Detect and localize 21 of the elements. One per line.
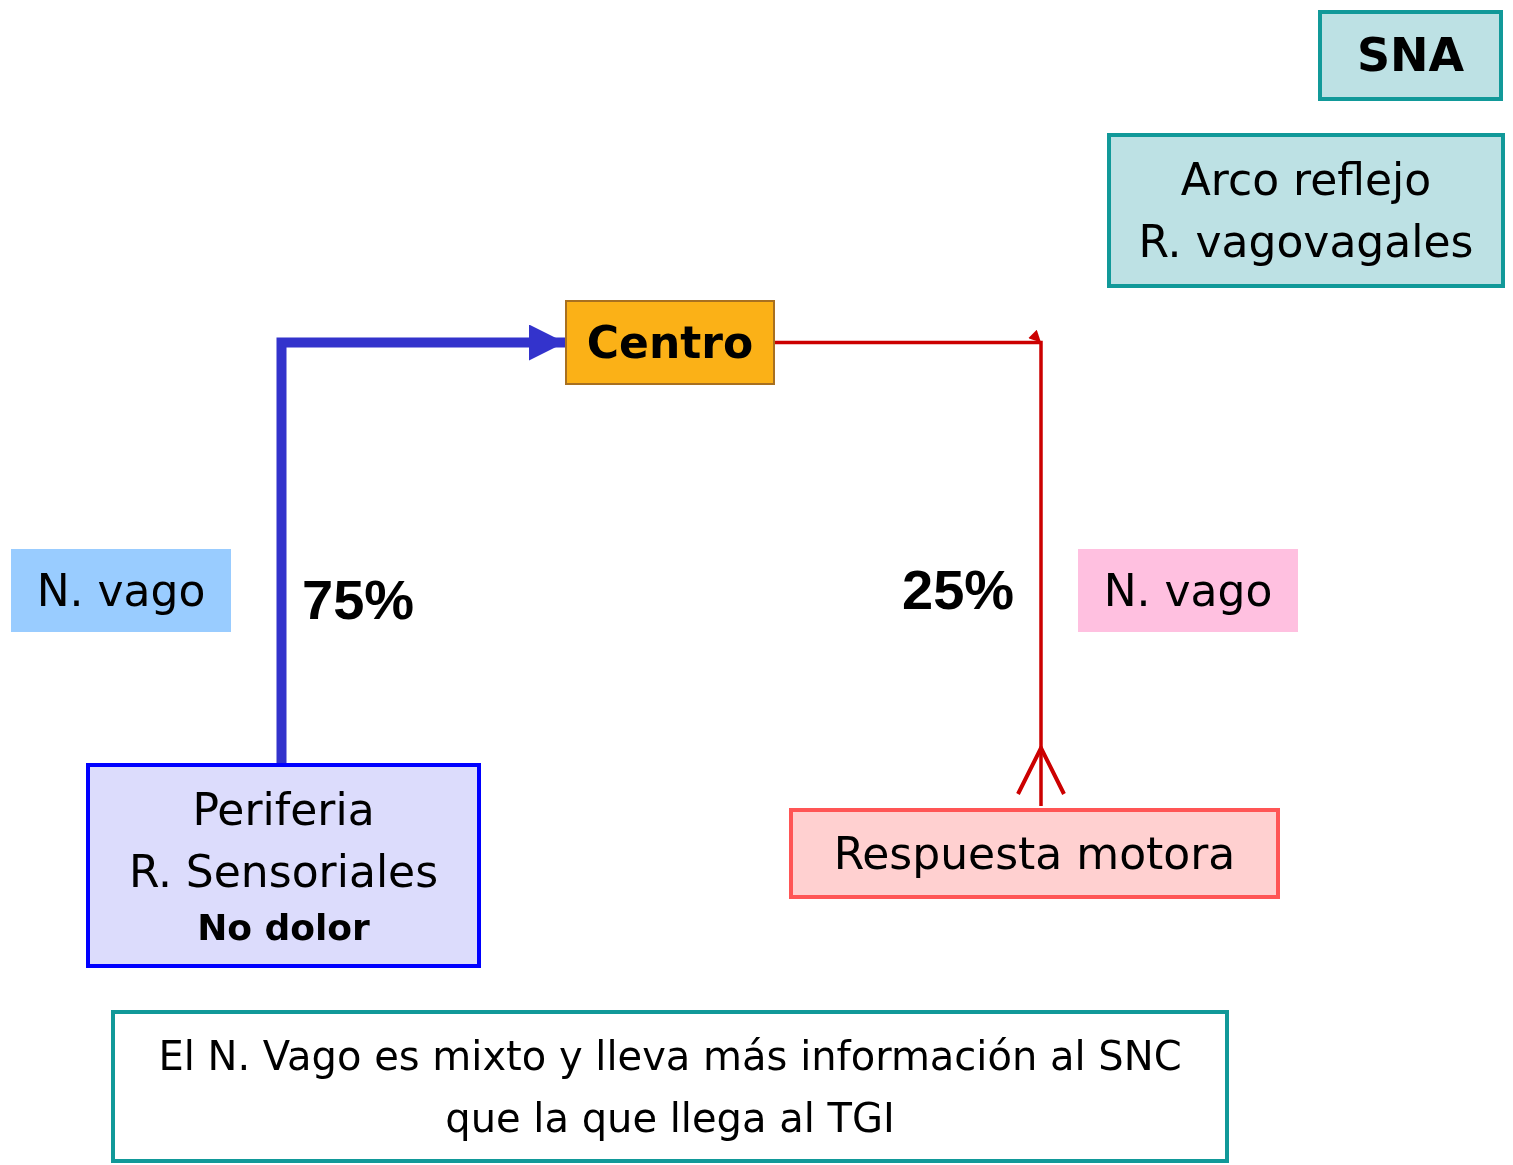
- nerve-label: [11, 549, 231, 632]
- arrow: [775, 330, 1066, 806]
- response-box: [789, 808, 1280, 899]
- node-text: Respuesta motora: [833, 826, 1236, 881]
- node-text: Centro: [586, 315, 754, 370]
- node-text: N. vago: [36, 563, 206, 618]
- node-text: R. vagovagales: [1138, 214, 1474, 269]
- nerve-label: [1078, 549, 1298, 632]
- periphery-box: [86, 763, 481, 968]
- node-text: El N. Vago es mixto y lleva más información al SNC que la que llega al TGI: [157, 1031, 1183, 1143]
- title-box: [1318, 10, 1503, 101]
- node-text: R. Sensoriales: [128, 844, 439, 899]
- node-text: No dolor: [197, 905, 370, 950]
- arrow: [276, 324, 565, 763]
- node-text: N. vago: [1103, 563, 1273, 618]
- info-box: [1107, 133, 1505, 288]
- node-text: Arco reflejo: [1180, 152, 1432, 207]
- node-text: SNA: [1356, 27, 1465, 84]
- node-text: Periferia: [192, 782, 375, 837]
- center-box: [565, 300, 775, 385]
- note-box: [111, 1010, 1229, 1163]
